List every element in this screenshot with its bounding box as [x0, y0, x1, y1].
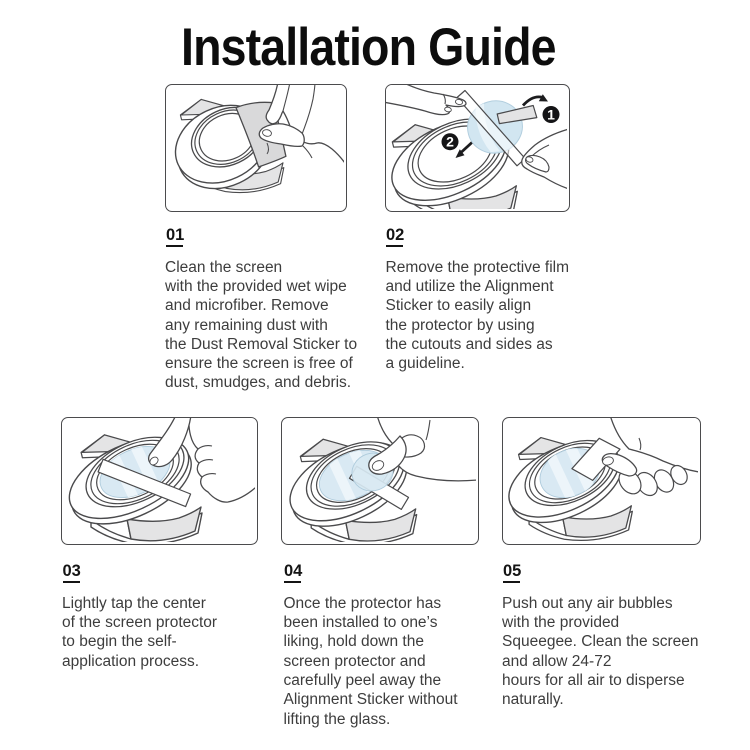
svg-text:1: 1 [547, 107, 555, 123]
svg-text:2: 2 [446, 134, 454, 150]
